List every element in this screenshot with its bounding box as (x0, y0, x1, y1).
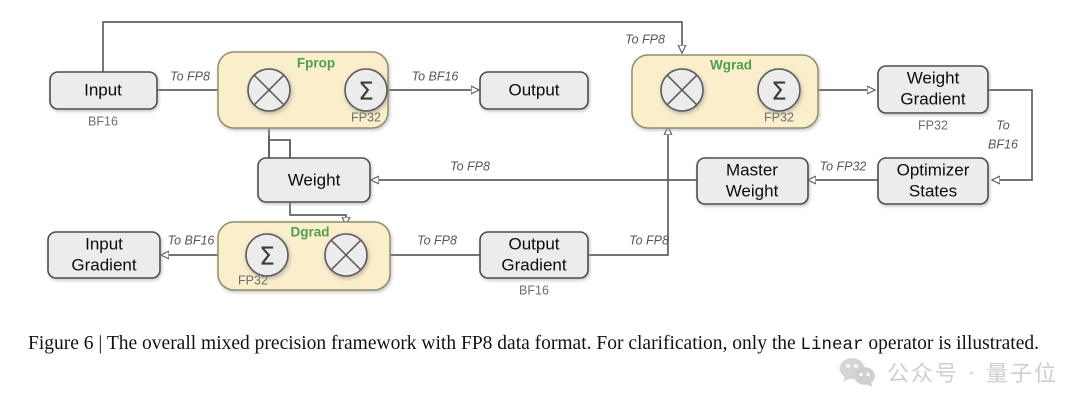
node-weight-gradient[interactable]: Weight Gradient FP32 (877, 65, 989, 132)
edge-label-optimizer-to-master: To FP32 (820, 159, 867, 173)
wire-outputgrad-to-wgrad (588, 127, 668, 256)
edge-label-input-to-wgrad: To FP8 (625, 32, 665, 46)
node-weight-label: Weight (288, 170, 341, 189)
mixed-precision-diagram: Fprop FP32 Wgrad FP32 Dgrad FP32 Σ (47, 21, 1033, 297)
node-optimizer-states-label-2: States (909, 181, 957, 200)
edge-label-weightgrad-to-optimizer-2: BF16 (988, 137, 1018, 151)
edge-label-outputgrad-to-wgrad: To FP8 (629, 233, 669, 247)
edge-label-input-to-fprop: To FP8 (170, 69, 210, 83)
wire-weightgrad-to-optimizer (988, 89, 1033, 180)
node-weight-gradient-label-1: Weight (907, 68, 960, 87)
dgrad-accumulate-operator: Σ (245, 233, 289, 277)
node-weight-gradient-label-2: Gradient (900, 89, 965, 108)
wgrad-multiply-operator (660, 68, 704, 112)
node-output-gradient-label-1: Output (508, 234, 559, 253)
node-input-gradient-label-2: Gradient (71, 255, 136, 274)
watermark-text: 公众号 · 量子位 (887, 362, 1058, 387)
sigma-icon: Σ (771, 77, 787, 106)
node-output-label: Output (508, 80, 559, 99)
node-master-weight-label-2: Weight (726, 181, 779, 200)
sigma-icon: Σ (358, 77, 374, 106)
sigma-icon: Σ (259, 242, 275, 271)
group-fprop-title: Fprop (297, 56, 335, 71)
wechat-icon (839, 358, 876, 387)
node-output[interactable]: Output (479, 71, 589, 110)
group-wgrad-title: Wgrad (710, 58, 752, 73)
node-weight-gradient-format: FP32 (918, 118, 948, 132)
caption-text-part1: The overall mixed precision framework wi… (106, 333, 801, 354)
watermark: 公众号 · 量子位 (838, 356, 1058, 388)
figure-caption: Figure 6 | The overall mixed precision f… (28, 330, 1044, 358)
node-master-weight[interactable]: Master Weight (696, 157, 809, 205)
node-input-gradient-label-1: Input (85, 234, 123, 253)
wgrad-accumulate-operator: Σ (757, 68, 801, 112)
node-optimizer-states[interactable]: Optimizer States (877, 157, 989, 205)
group-dgrad-format: FP32 (238, 273, 268, 287)
edge-label-fprop-to-output: To BF16 (412, 69, 459, 83)
node-output-gradient-format: BF16 (519, 283, 549, 297)
caption-linear-operator: Linear (800, 335, 864, 355)
node-input-gradient[interactable]: Input Gradient (47, 231, 161, 279)
caption-figure-number: Figure 6 | (28, 333, 107, 354)
edge-label-outputgrad-to-dgrad: To FP8 (417, 233, 457, 247)
node-weight[interactable]: Weight (257, 157, 371, 203)
edge-label-dgrad-to-inputgrad: To BF16 (168, 233, 215, 247)
node-output-gradient-label-2: Gradient (501, 255, 566, 274)
wire-input-to-wgrad (102, 21, 682, 72)
group-fprop-format: FP32 (351, 110, 381, 124)
fprop-accumulate-operator: Σ (344, 68, 388, 112)
caption-text-part2: operator is illustrated. (863, 333, 1039, 354)
node-input[interactable]: Input BF16 (49, 71, 158, 128)
edge-label-weightgrad-to-optimizer-1: To (996, 118, 1009, 132)
edge-label-master-to-weight: To FP8 (450, 159, 490, 173)
node-optimizer-states-label-1: Optimizer (897, 160, 970, 179)
fprop-multiply-operator (247, 68, 291, 112)
node-input-format: BF16 (88, 114, 118, 128)
node-input-label: Input (84, 80, 122, 99)
group-wgrad-format: FP32 (764, 110, 794, 124)
node-output-gradient[interactable]: Output Gradient BF16 (479, 231, 589, 297)
group-dgrad-title: Dgrad (290, 225, 329, 240)
wire-weight-to-dgrad (289, 202, 346, 225)
dgrad-multiply-operator (324, 233, 368, 277)
node-master-weight-label-1: Master (726, 160, 778, 179)
